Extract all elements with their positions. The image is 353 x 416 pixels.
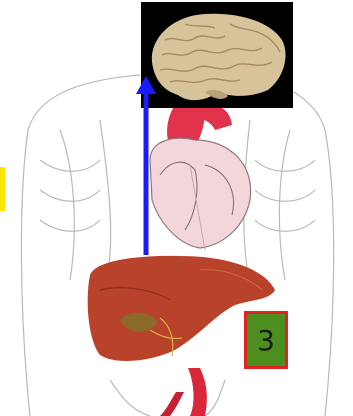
yellow-tab-marker: [0, 167, 5, 211]
heart-image: [150, 105, 251, 250]
lower-aorta: [160, 368, 207, 416]
badge-label: 3: [257, 324, 275, 357]
number-badge: 3: [244, 311, 288, 369]
brain-image: [141, 2, 293, 108]
